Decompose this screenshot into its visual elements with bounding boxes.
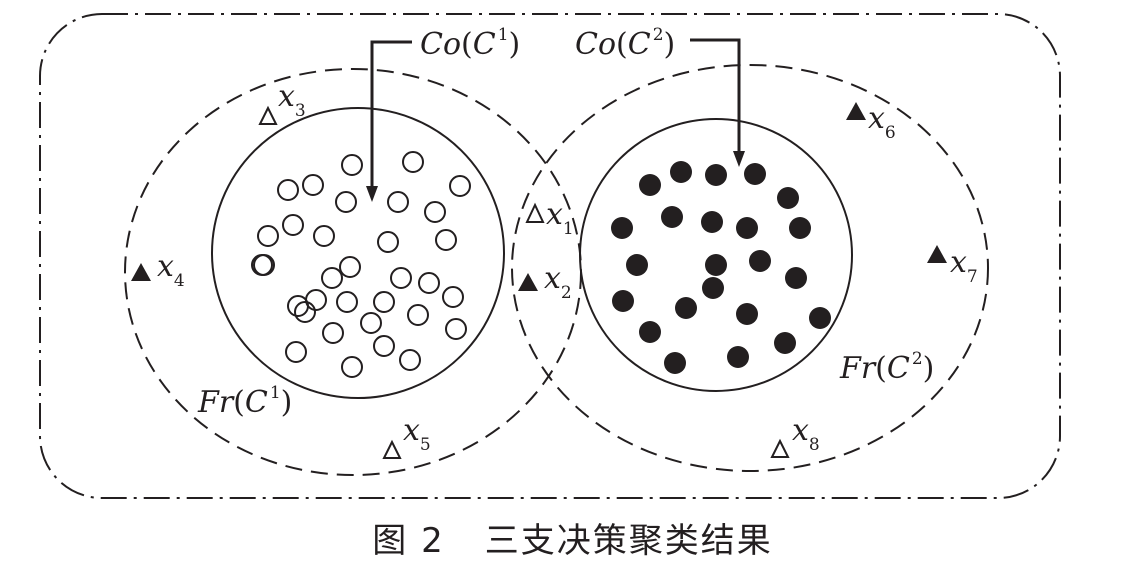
c1-member-open-circle-31 bbox=[251, 254, 273, 276]
c1-member-open-circle-27 bbox=[373, 335, 395, 357]
c1-member-open-circle-5 bbox=[449, 175, 471, 197]
point-x6-label: x6 bbox=[868, 101, 896, 143]
c1-member-open-circle-22 bbox=[373, 291, 395, 313]
c1-member-open-circle-19 bbox=[442, 286, 464, 308]
point-x8: x8 bbox=[770, 413, 820, 458]
c2-member-filled-circle-18 bbox=[736, 303, 758, 325]
core-boundary-c2 bbox=[579, 118, 853, 392]
point-x3: x3 bbox=[258, 79, 306, 125]
c2-member-filled-circle-16 bbox=[612, 290, 634, 312]
c1-member-open-circle-3 bbox=[277, 179, 299, 201]
c1-member-open-circle-6 bbox=[335, 191, 357, 213]
figure-number: 图 2 bbox=[372, 520, 445, 561]
core-boundary-c1 bbox=[211, 107, 505, 399]
point-x7: x7 bbox=[927, 245, 978, 287]
point-x2-label: x2 bbox=[544, 261, 572, 303]
point-x1: x1 bbox=[525, 197, 574, 239]
figure-caption: 图 2 三支决策聚类结果 bbox=[0, 512, 1145, 562]
c1-member-open-circle-13 bbox=[377, 231, 399, 253]
c2-member-filled-circle-3 bbox=[744, 163, 766, 185]
c1-member-open-circle-8 bbox=[282, 214, 304, 236]
c1-member-open-circle-26 bbox=[360, 312, 382, 334]
point-x8-marker bbox=[770, 438, 790, 458]
point-x5-label: x5 bbox=[403, 413, 431, 455]
c1-member-open-circle-10 bbox=[313, 225, 335, 247]
point-x4-label: x4 bbox=[157, 249, 185, 291]
co1-pointer-arrow bbox=[370, 40, 412, 187]
c2-member-filled-circle-5 bbox=[777, 187, 799, 209]
c1-member-open-circle-1 bbox=[341, 154, 363, 176]
c2-member-filled-circle-10 bbox=[789, 217, 811, 239]
point-x6: x6 bbox=[846, 101, 896, 143]
co2-arrowhead bbox=[733, 151, 745, 167]
c2-member-filled-circle-21 bbox=[774, 332, 796, 354]
c2-member-filled-circle-8 bbox=[736, 217, 758, 239]
c2-member-filled-circle-14 bbox=[785, 267, 807, 289]
point-x1-label: x1 bbox=[546, 197, 574, 239]
point-x5: x5 bbox=[382, 413, 431, 459]
c1-member-open-circle-24 bbox=[445, 318, 467, 340]
c2-member-filled-circle-6 bbox=[661, 206, 683, 228]
fringe-sample-points: x1 x2 x3 x4 x5 x6 x7 x8 bbox=[131, 79, 978, 459]
point-x3-marker bbox=[258, 105, 278, 125]
c1-member-open-circle-30 bbox=[341, 356, 363, 378]
point-x4-marker bbox=[131, 263, 151, 281]
point-x3-label: x3 bbox=[278, 79, 306, 121]
c1-member-open-circle-4 bbox=[302, 174, 324, 196]
co1-arrowhead bbox=[366, 186, 378, 202]
c2-member-filled-circle-13 bbox=[749, 250, 771, 272]
c2-member-filled-circle-1 bbox=[670, 161, 692, 183]
c2-member-filled-circle-2 bbox=[705, 164, 727, 186]
point-x4: x4 bbox=[131, 249, 185, 291]
cluster2-core-members bbox=[611, 161, 831, 374]
c2-member-filled-circle-4 bbox=[639, 174, 661, 196]
point-x2: x2 bbox=[518, 261, 572, 303]
c2-member-filled-circle-11 bbox=[626, 254, 648, 276]
universe-boundary bbox=[39, 13, 1061, 499]
c1-member-open-circle-12 bbox=[435, 229, 457, 251]
fringe-boundary-c2 bbox=[511, 64, 989, 472]
point-x2-marker bbox=[518, 273, 538, 291]
c2-member-filled-circle-7 bbox=[701, 211, 723, 233]
c2-member-filled-circle-12 bbox=[705, 254, 727, 276]
c2-member-filled-circle-19 bbox=[809, 307, 831, 329]
c2-member-filled-circle-20 bbox=[639, 321, 661, 343]
point-x7-label: x7 bbox=[950, 245, 978, 287]
c1-member-open-circle-18 bbox=[418, 272, 440, 294]
c2-member-filled-circle-23 bbox=[727, 346, 749, 368]
c1-member-open-circle-21 bbox=[336, 291, 358, 313]
c1-member-open-circle-29 bbox=[399, 349, 421, 371]
c1-member-open-circle-28 bbox=[285, 341, 307, 363]
c1-member-open-circle-23 bbox=[407, 304, 429, 326]
c2-member-filled-circle-22 bbox=[664, 352, 686, 374]
c1-member-open-circle-15 bbox=[339, 256, 361, 278]
cluster1-core-members bbox=[251, 151, 471, 378]
c1-member-open-circle-9 bbox=[257, 225, 279, 247]
c1-member-open-circle-25 bbox=[322, 322, 344, 344]
c2-member-filled-circle-15 bbox=[702, 277, 724, 299]
c1-member-open-circle-11 bbox=[424, 201, 446, 223]
c2-member-filled-circle-17 bbox=[675, 297, 697, 319]
c1-member-open-circle-7 bbox=[387, 191, 409, 213]
c1-member-open-circle-32 bbox=[294, 301, 316, 323]
point-x5-marker bbox=[382, 439, 402, 459]
point-x7-marker bbox=[927, 245, 947, 263]
c1-member-open-circle-16 bbox=[321, 267, 343, 289]
figure-title: 三支决策聚类结果 bbox=[484, 520, 773, 561]
point-x8-label: x8 bbox=[792, 413, 820, 455]
c2-member-filled-circle-9 bbox=[611, 217, 633, 239]
point-x6-marker bbox=[846, 102, 866, 120]
c1-member-open-circle-17 bbox=[390, 267, 412, 289]
c1-member-open-circle-33 bbox=[305, 289, 327, 311]
co2-pointer-arrow bbox=[690, 38, 741, 152]
c1-member-open-circle-2 bbox=[402, 151, 424, 173]
point-x1-marker bbox=[525, 202, 545, 223]
